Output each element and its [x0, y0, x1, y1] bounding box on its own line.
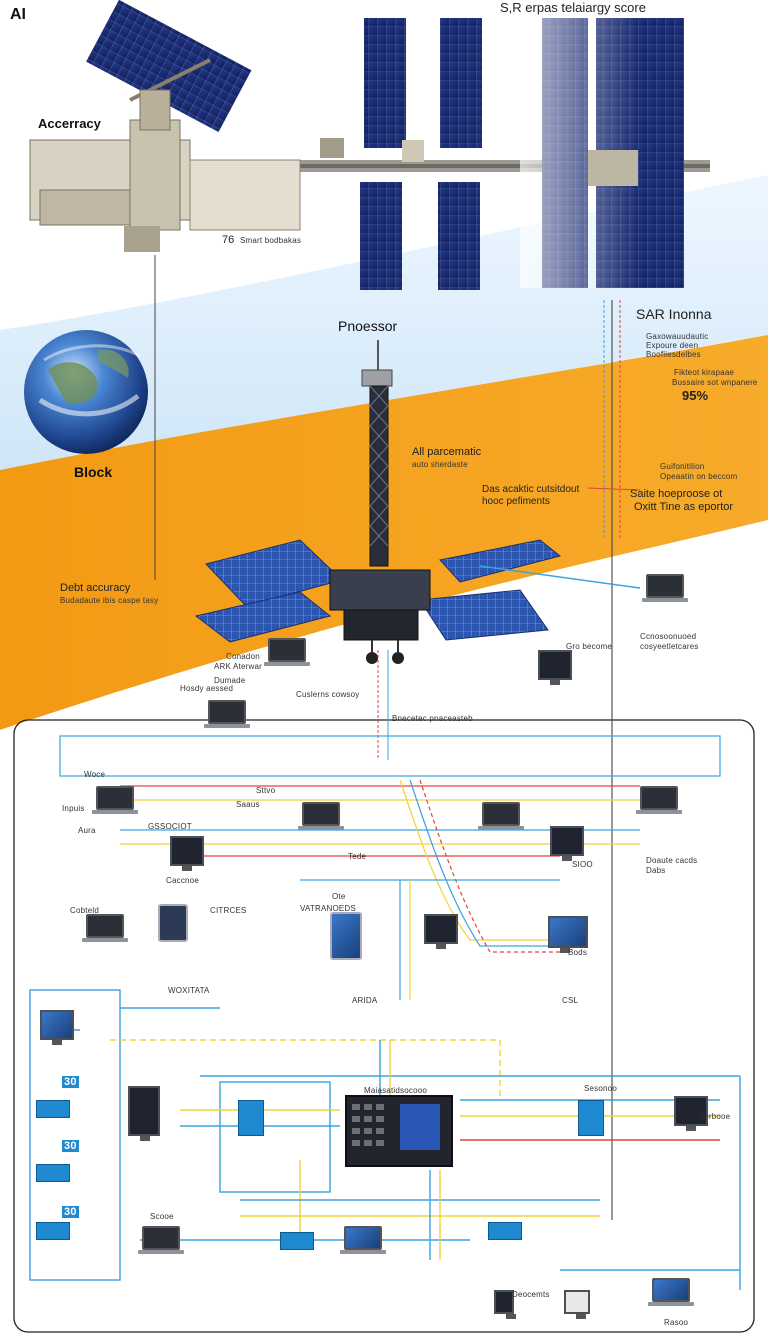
percent-value: 95%	[682, 388, 709, 403]
label-tade: Tede	[348, 852, 367, 861]
core-title: Maiasatidsocooo	[364, 1086, 428, 1095]
leader-lines	[154, 255, 641, 1220]
label-node-conn: Ccnosoonuoed	[640, 632, 697, 641]
label-76: 76	[222, 234, 235, 246]
label-bottom-c: Rasoo	[664, 1318, 689, 1327]
sar-sub-1: Gaxowauudautic	[646, 332, 709, 341]
label-data-node2: Dabs	[646, 866, 666, 875]
server-icon	[494, 1290, 516, 1319]
label-wode: Woce	[84, 770, 106, 779]
label-lower-a: WOXITATA	[168, 986, 210, 995]
label-strvo: Sttvo	[256, 786, 276, 795]
ref-c: Guifonitilion	[660, 462, 705, 471]
label-citrces: CITRCES	[210, 906, 247, 915]
processor-tower	[194, 340, 562, 664]
monitor-icon	[170, 836, 204, 871]
label-ote: Ote	[332, 892, 346, 901]
monitor-icon	[538, 650, 572, 685]
label-bottom-a: Scooe	[150, 1212, 174, 1221]
tablet-icon	[330, 912, 362, 960]
label-conteld: Cobteld	[70, 906, 99, 915]
unit-box	[36, 1222, 70, 1240]
label-sio: SIOO	[572, 860, 593, 869]
unit-box	[578, 1100, 604, 1136]
unit-box	[488, 1222, 522, 1240]
label-lower-c: CSL	[562, 996, 579, 1005]
label-dest-sub: Budadaute ibis caspe tasy	[60, 596, 159, 605]
unit-box	[36, 1100, 70, 1118]
lower-frame	[13, 719, 755, 1333]
label-laptop-d: Cuslerns cowsoy	[296, 690, 360, 699]
label-lower-d: Sesonoo	[584, 1084, 617, 1093]
unit-box	[36, 1164, 70, 1182]
label-laptop-b: Dumade	[214, 676, 246, 685]
printer-icon	[564, 1290, 590, 1319]
label-node-conn2: cosyeetletcares	[640, 642, 699, 651]
label-accuracy: Accerracy	[38, 116, 101, 131]
label-processor: Pnoessor	[338, 318, 398, 334]
laptop-icon	[138, 1226, 184, 1254]
laptop-icon	[264, 638, 310, 666]
label-beds: Bods	[568, 948, 588, 957]
laptop-icon	[636, 786, 682, 814]
laptop-icon	[298, 802, 344, 830]
monitor-icon	[548, 916, 588, 953]
label-ops-a: Das acaktic cutsitdout	[482, 484, 580, 495]
monitor-icon	[550, 826, 584, 861]
label-sqaus: Saaus	[236, 800, 260, 809]
core-board	[345, 1095, 453, 1167]
id-badge-3: 30	[62, 1206, 79, 1218]
label-dest-accuracy: Debt accuracy	[60, 582, 131, 594]
label-sar: SAR Inonna	[636, 306, 712, 322]
sar-sub-2: Expoure deen	[646, 341, 699, 350]
laptop-icon	[340, 1226, 386, 1254]
label-block: Block	[74, 464, 113, 480]
sar-sub-3: Boofiiesdelbes	[646, 350, 701, 359]
laptop-icon	[92, 786, 138, 814]
laptop-icon	[642, 574, 688, 602]
space-station-iss	[29, 0, 710, 290]
logo-text: AI	[10, 6, 26, 23]
server-icon	[674, 1096, 708, 1131]
label-laptop-c: Hosdy aessed	[180, 684, 234, 693]
label-data-node: Doaute cacds	[646, 856, 698, 865]
id-badge-1: 30	[62, 1076, 79, 1088]
label-inputs: Inpuis	[62, 804, 85, 813]
label-orbit-b: Oxitt Tine as eportor	[634, 501, 734, 513]
label-bus-processor: Bnecetec pnaceasteb	[392, 714, 473, 723]
label-bottom-b: Deocemts	[512, 1290, 550, 1299]
id-badge-2: 30	[62, 1140, 79, 1152]
server-icon	[424, 914, 458, 949]
label-smart-tech: Smart bodbakas	[240, 236, 302, 245]
ref-b: Bussaire sot wnpanere	[672, 378, 758, 387]
label-ai-param: All parcematic	[412, 446, 482, 458]
server-icon	[128, 1086, 160, 1141]
label-laptop-a2: ARK Aterwar	[214, 662, 262, 671]
label-lower-e: Terbooe	[700, 1112, 731, 1121]
earth-globe	[24, 330, 148, 454]
label-aura: Aura	[78, 826, 96, 835]
unit-box	[238, 1100, 264, 1136]
map-monitor-icon	[40, 1010, 74, 1045]
label-ai-param-sub: auto sherdaste	[412, 460, 468, 469]
ref-a: Fikteot kirapaae	[674, 368, 735, 377]
laptop-icon	[204, 700, 250, 728]
label-orbit-a: Saite hoeproose ot	[630, 488, 723, 500]
label-vatranoeds: VATRANOEDS	[300, 904, 356, 913]
tablet-icon	[158, 904, 188, 942]
label-gsociot: GSSOCIOT	[148, 822, 192, 831]
ref-d: Opeaatin on beccom	[660, 472, 738, 481]
page-title: S,R erpas telaiargy score	[500, 0, 646, 15]
label-laptop-a: Conadon	[226, 652, 260, 661]
label-lower-b: ARIDA	[352, 996, 378, 1005]
white-lower	[0, 520, 768, 1344]
laptop-icon	[648, 1278, 694, 1306]
unit-box	[280, 1232, 314, 1250]
label-terminal: Gro become	[566, 642, 613, 651]
label-ops-b: hooc pefiments	[482, 496, 550, 507]
laptop-icon	[82, 914, 128, 942]
laptop-icon	[478, 802, 524, 830]
label-cacd: Caccnoe	[166, 876, 199, 885]
